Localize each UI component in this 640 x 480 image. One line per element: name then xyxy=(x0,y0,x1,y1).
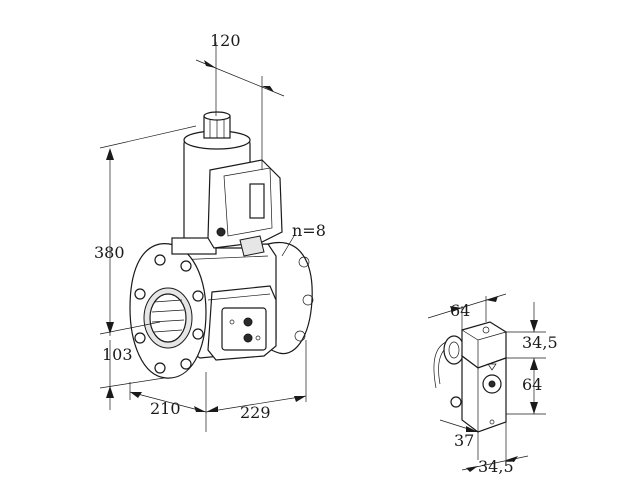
dim-label-103: 103 xyxy=(102,345,133,364)
dim-label-detail-34-5-top: 34,5 xyxy=(522,333,558,352)
dimension-lines xyxy=(99,42,307,432)
valve-assembly xyxy=(129,111,314,379)
dim-label-380: 380 xyxy=(94,243,125,262)
detail-dimension-labels: 64 34,5 64 37 34,5 xyxy=(450,301,558,476)
dim-label-n8: n=8 xyxy=(292,221,326,240)
dim-label-detail-37: 37 xyxy=(454,431,474,450)
dim-label-detail-64-top: 64 xyxy=(450,301,470,320)
dim-label-120: 120 xyxy=(210,31,241,50)
front-flange xyxy=(129,243,207,379)
actuator-box xyxy=(207,285,277,361)
dim-label-detail-64-right: 64 xyxy=(522,375,542,394)
dimension-labels: 120 380 103 210 229 n=8 xyxy=(94,31,326,422)
dim-label-detail-34-5-bottom: 34,5 xyxy=(478,457,514,476)
top-nut xyxy=(203,111,231,139)
detail-dimension-lines xyxy=(427,293,546,472)
dim-label-229: 229 xyxy=(240,403,271,422)
connector-detail xyxy=(433,321,507,433)
connector-housing xyxy=(207,159,283,257)
dim-label-210: 210 xyxy=(150,399,181,418)
